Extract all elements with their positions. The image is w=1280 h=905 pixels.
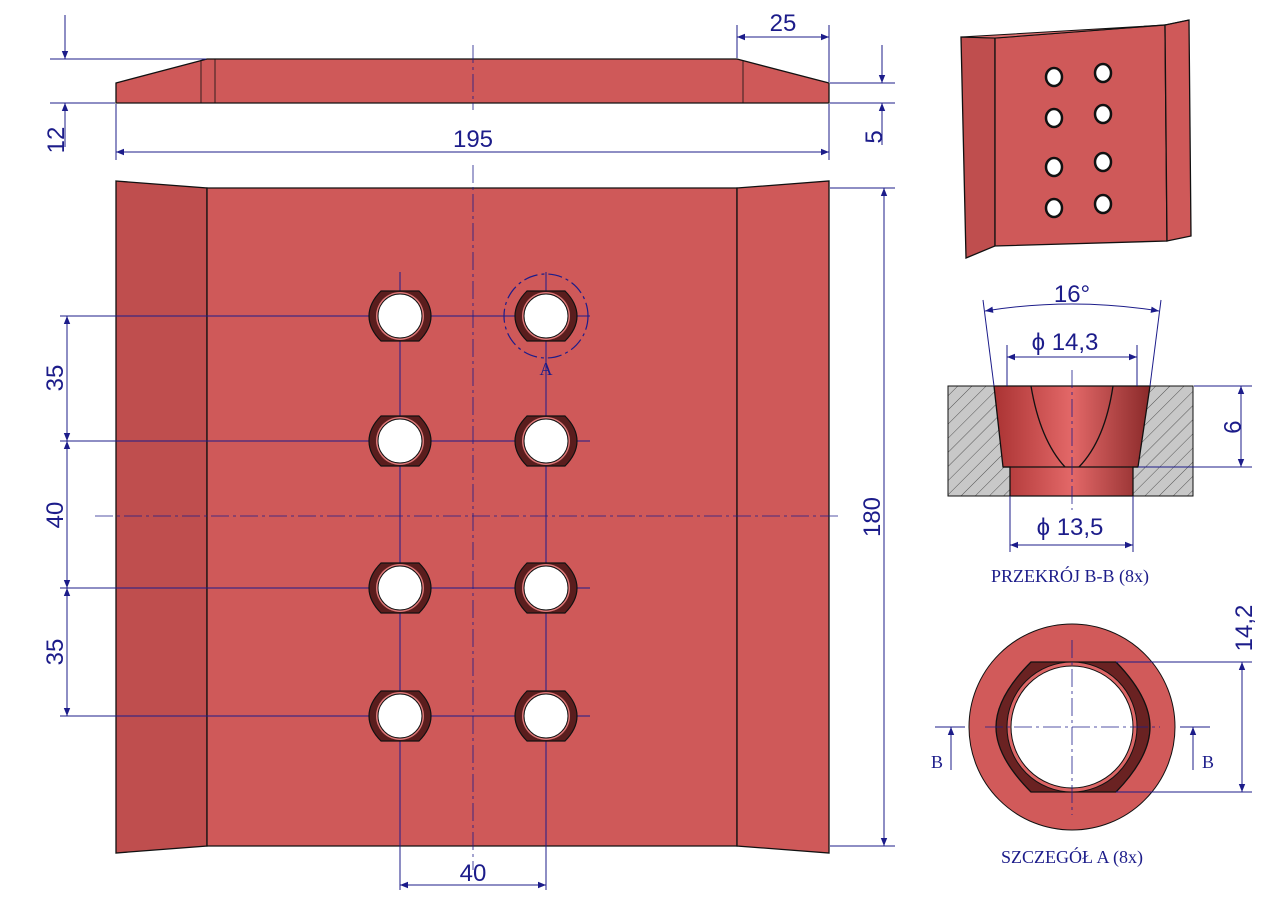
dimension-195: 195 bbox=[115, 104, 830, 160]
svg-text:9: 9 bbox=[1218, 420, 1245, 433]
svg-text:B: B bbox=[1202, 752, 1214, 772]
countersunk-hole bbox=[368, 290, 432, 342]
svg-text:40: 40 bbox=[42, 502, 69, 529]
dimension-25: 25 bbox=[736, 10, 830, 82]
dimension-5: 5 bbox=[830, 45, 895, 145]
section-title: PRZEKRÓJ B-B (8x) bbox=[991, 565, 1149, 587]
countersunk-hole bbox=[514, 562, 578, 614]
hole-row-1 bbox=[60, 290, 590, 342]
front-view: A bbox=[60, 165, 840, 890]
dimension-12: 12 bbox=[43, 15, 206, 153]
dimension-label: 5 bbox=[861, 130, 888, 143]
countersunk-hole bbox=[368, 690, 432, 742]
countersunk-hole bbox=[514, 290, 578, 342]
svg-text:ϕ 14,3: ϕ 14,3 bbox=[1032, 329, 1099, 356]
dimension-label: 180 bbox=[859, 497, 886, 537]
hole-row-3 bbox=[60, 562, 590, 614]
hole-row-2 bbox=[60, 415, 590, 467]
svg-text:35: 35 bbox=[42, 639, 69, 666]
countersunk-hole bbox=[514, 690, 578, 742]
detail-a: 14,2 B B SZCZEGÓŁ A (8x) bbox=[931, 605, 1258, 868]
isometric-view bbox=[960, 19, 1192, 259]
svg-text:14,2: 14,2 bbox=[1231, 605, 1258, 652]
dimension-label: 25 bbox=[770, 10, 797, 37]
svg-text:35: 35 bbox=[42, 365, 69, 392]
side-view bbox=[115, 45, 830, 110]
section-b-b: 16° ϕ 14,3 ϕ 13,5 9 PRZEKRÓJ B-B (8x) bbox=[947, 281, 1252, 587]
svg-text:ϕ 13,5: ϕ 13,5 bbox=[1037, 514, 1104, 541]
detail-a-marker: A bbox=[503, 273, 589, 379]
dimension-hole-spacing: 35 40 35 40 bbox=[42, 316, 546, 889]
svg-text:40: 40 bbox=[460, 860, 487, 887]
svg-text:A: A bbox=[540, 359, 553, 379]
countersunk-hole bbox=[368, 415, 432, 467]
dimension-label: 195 bbox=[453, 126, 493, 153]
countersunk-hole bbox=[368, 562, 432, 614]
svg-text:B: B bbox=[931, 752, 943, 772]
detail-title: SZCZEGÓŁ A (8x) bbox=[1001, 846, 1143, 868]
hole-row-4 bbox=[60, 690, 590, 742]
dimension-label: 12 bbox=[43, 127, 70, 154]
countersunk-hole bbox=[514, 415, 578, 467]
svg-text:16°: 16° bbox=[1054, 281, 1090, 308]
dimension-180: 180 bbox=[830, 187, 895, 847]
